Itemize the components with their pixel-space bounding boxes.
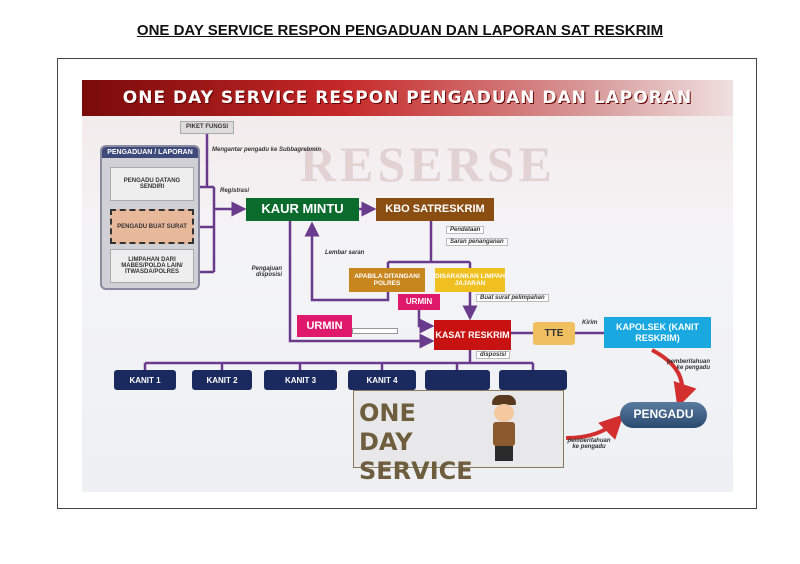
label-kirim: Kirim bbox=[582, 320, 598, 326]
label-pengajuan-disposisi: Pengajuan disposisi bbox=[251, 266, 282, 278]
panel-item-surat: PENGADU BUAT SURAT bbox=[110, 209, 194, 244]
kaur-mintu-node: KAUR MINTU bbox=[246, 198, 359, 221]
urmin-field bbox=[352, 328, 398, 334]
kanit-6 bbox=[499, 370, 567, 390]
banner-title: ONE DAY SERVICE RESPON PENGADUAN DAN LAP… bbox=[122, 88, 693, 108]
image-frame bbox=[57, 58, 757, 509]
one-day-service-box: ONE DAY SERVICE bbox=[353, 390, 564, 485]
kanit-5 bbox=[425, 370, 490, 390]
kapolsek-node: KAPOLSEK (KANIT RESKRIM) bbox=[604, 317, 711, 348]
label-buat-surat: Buat surat pelimpahan bbox=[476, 294, 549, 302]
kanit-1: KANIT 1 bbox=[114, 370, 176, 390]
label-pemberitahuan-2: pemberitahuan ke pengadu bbox=[567, 438, 611, 450]
label-mengantar: Mengantar pengadu ke Subbagrebmin bbox=[212, 147, 322, 153]
pengaduan-panel: PENGADUAN / LAPORAN PENGADU DATANG SENDI… bbox=[100, 145, 200, 290]
label-pendataan: Pendataan bbox=[446, 226, 485, 234]
panel-item-limpahan: LIMPAHAN DARI MABES/POLDA LAIN/ ITWASDA/… bbox=[110, 249, 194, 283]
kanit-4: KANIT 4 bbox=[348, 370, 416, 390]
document-title: ONE DAY SERVICE RESPON PENGADUAN DAN LAP… bbox=[136, 22, 664, 39]
apabila-polres-node: APABILA DITANGANI POLRES bbox=[349, 268, 425, 292]
one-day-service-text: ONE DAY SERVICE bbox=[359, 399, 473, 485]
urmin-small-node: URMIN bbox=[398, 294, 440, 310]
panel-item-datang: PENGADU DATANG SENDIRI bbox=[110, 167, 194, 201]
label-saran-penanganan: Saran penanganan bbox=[446, 238, 508, 246]
label-disposisi: disposisi bbox=[476, 351, 511, 359]
panel-title: PENGADUAN / LAPORAN bbox=[102, 147, 198, 158]
banner bbox=[82, 80, 733, 116]
kanit-3: KANIT 3 bbox=[264, 370, 337, 390]
pengadu-node: PENGADU bbox=[620, 402, 707, 428]
tte-node: TTE bbox=[533, 322, 575, 345]
label-pemberitahuan-1: pemberitahuan ke pengadu bbox=[666, 359, 710, 371]
piket-fungsi-box: PIKET FUNGSI bbox=[180, 121, 234, 134]
label-lembar-saran: Lembar saran bbox=[325, 250, 365, 256]
kasat-reskrim-node: KASAT RESKRIM bbox=[434, 320, 511, 350]
kbo-satreskrim-node: KBO SATRESKRIM bbox=[376, 198, 494, 221]
label-registrasi: Registrasi bbox=[220, 188, 250, 194]
urmin-big-node: URMIN bbox=[297, 315, 352, 337]
watermark: RESERSE bbox=[300, 136, 556, 192]
police-mascot-icon bbox=[489, 395, 519, 463]
disarankan-limpah-node: DISARANKAN LIMPAH JAJARAN bbox=[435, 268, 505, 292]
kanit-2: KANIT 2 bbox=[192, 370, 252, 390]
